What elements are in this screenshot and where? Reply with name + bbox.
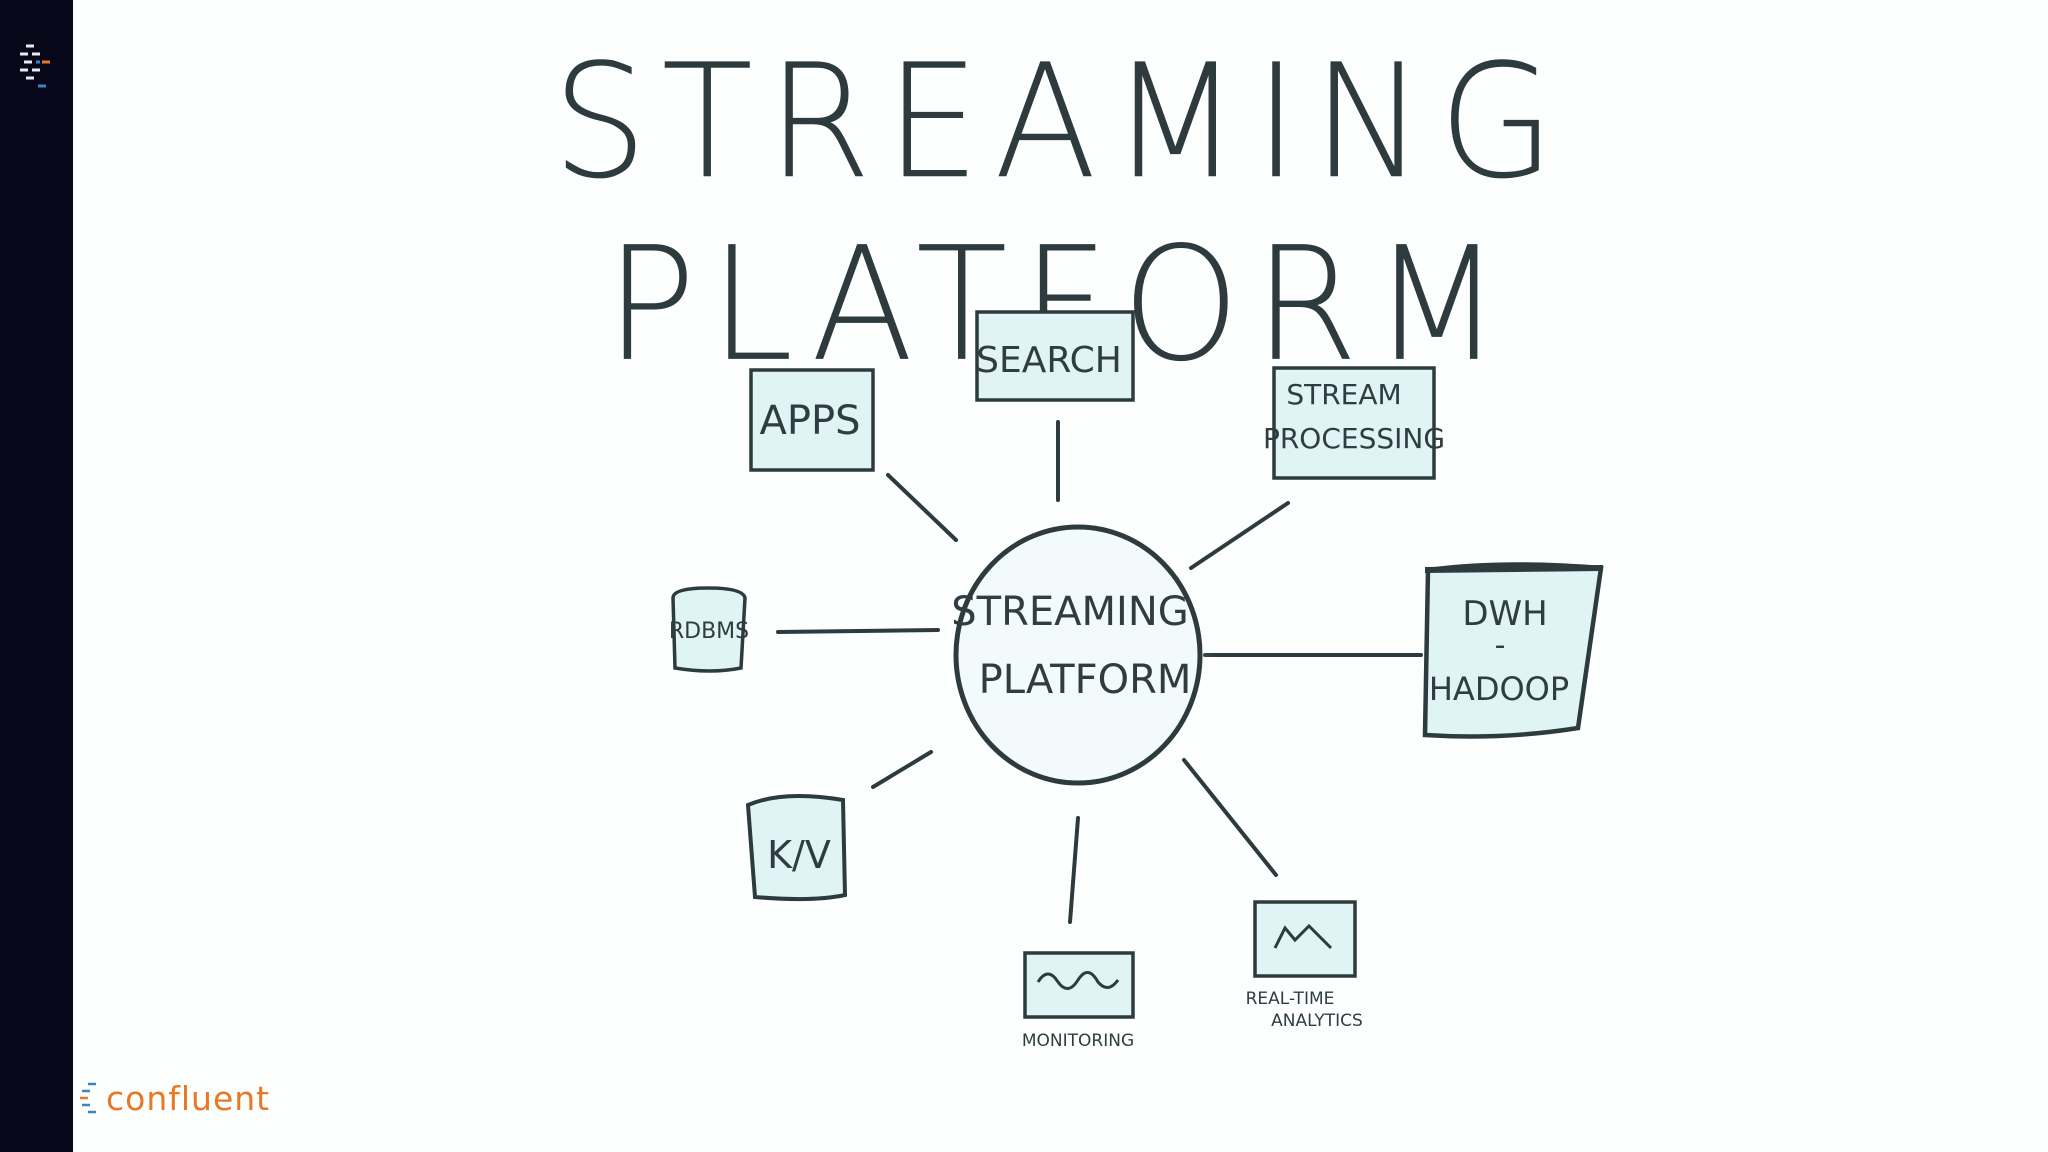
node-rdbms: RDBMS	[669, 586, 749, 673]
node-realtime-line1: REAL-TIME	[1246, 989, 1335, 1009]
node-realtime-line2: ANALYTICS	[1271, 1011, 1363, 1031]
node-kv-label: K/V	[767, 833, 831, 877]
connector-rdbms	[776, 628, 940, 634]
confluent-wordmark: confluent	[106, 1078, 271, 1118]
connector-monitoring	[1068, 816, 1080, 924]
node-monitoring: MONITORING	[1022, 951, 1135, 1051]
node-rdbms-label: RDBMS	[669, 619, 749, 644]
node-dwh-line2: -	[1495, 628, 1506, 663]
confluent-mark-icon	[80, 1082, 96, 1114]
node-apps-label: APPS	[760, 398, 861, 444]
confluent-brand: confluent	[78, 1078, 270, 1118]
streaming-platform-diagram: STREAMING PLATFORM APPS SEARCH STREAM PR…	[669, 310, 1604, 1051]
connector-realtime	[1182, 758, 1278, 877]
connector-kv	[871, 750, 933, 789]
node-dwh-hadoop: DWH - HADOOP	[1422, 562, 1604, 739]
center-label-line1: STREAMING	[951, 589, 1188, 635]
node-realtime-analytics: REAL-TIME ANALYTICS	[1246, 900, 1363, 1031]
node-monitoring-wave-icon	[1036, 971, 1120, 990]
connector-apps	[886, 473, 958, 542]
node-search: SEARCH	[975, 310, 1135, 402]
center-label-line2: PLATFORM	[979, 657, 1192, 703]
node-search-label: SEARCH	[976, 340, 1122, 381]
slide: STREAMING PLATFORM STREAMING PLATFORM	[73, 0, 2048, 1152]
sidebar	[0, 0, 73, 1152]
connectors	[776, 420, 1423, 924]
node-stream-processing-line1: STREAM	[1286, 378, 1401, 411]
node-stream-processing: STREAM PROCESSING	[1263, 366, 1445, 480]
center-node: STREAMING PLATFORM	[943, 524, 1213, 786]
node-dwh-line3: HADOOP	[1429, 670, 1569, 708]
node-stream-processing-line2: PROCESSING	[1263, 422, 1445, 455]
confluent-logo-icon	[20, 44, 50, 88]
node-monitoring-label: MONITORING	[1022, 1031, 1134, 1051]
node-apps: APPS	[749, 368, 875, 472]
node-kv: K/V	[745, 794, 848, 902]
node-realtime-chart-icon	[1273, 923, 1333, 950]
node-dwh-line1: DWH	[1462, 594, 1547, 634]
connector-stream-processing	[1189, 501, 1290, 570]
